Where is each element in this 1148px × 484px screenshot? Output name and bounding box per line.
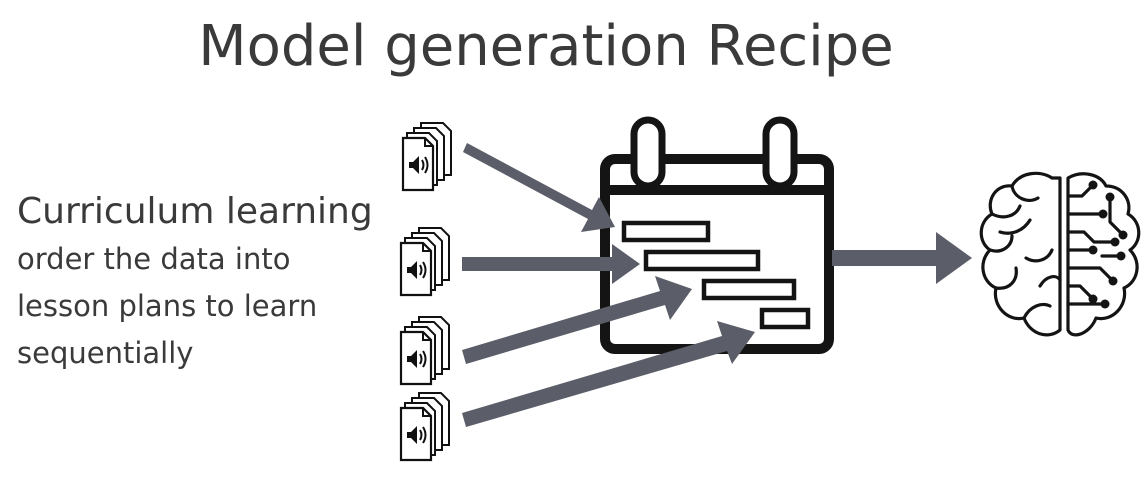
arrow-to-model <box>832 232 972 284</box>
page-title: Model generation Recipe <box>198 14 894 79</box>
audio-file-stack-icon <box>401 121 453 192</box>
audio-file-stack-icon <box>399 315 451 386</box>
arrow-into-calendar <box>462 276 692 364</box>
audio-file-stack-icon <box>399 391 451 462</box>
caption-block: Curriculum learning order the data into … <box>17 190 387 377</box>
arrow-into-calendar <box>463 143 615 232</box>
arrow-into-calendar <box>462 244 640 284</box>
audio-file-stack-icon <box>399 226 451 297</box>
arrow-into-calendar <box>462 321 755 427</box>
brain-circuit-nodes <box>1088 180 1128 309</box>
brain-circuit-icon <box>979 171 1141 337</box>
caption-description: order the data into lesson plans to lear… <box>17 242 318 370</box>
calendar-gantt-icon <box>600 116 834 354</box>
caption-heading: Curriculum learning <box>17 191 373 232</box>
